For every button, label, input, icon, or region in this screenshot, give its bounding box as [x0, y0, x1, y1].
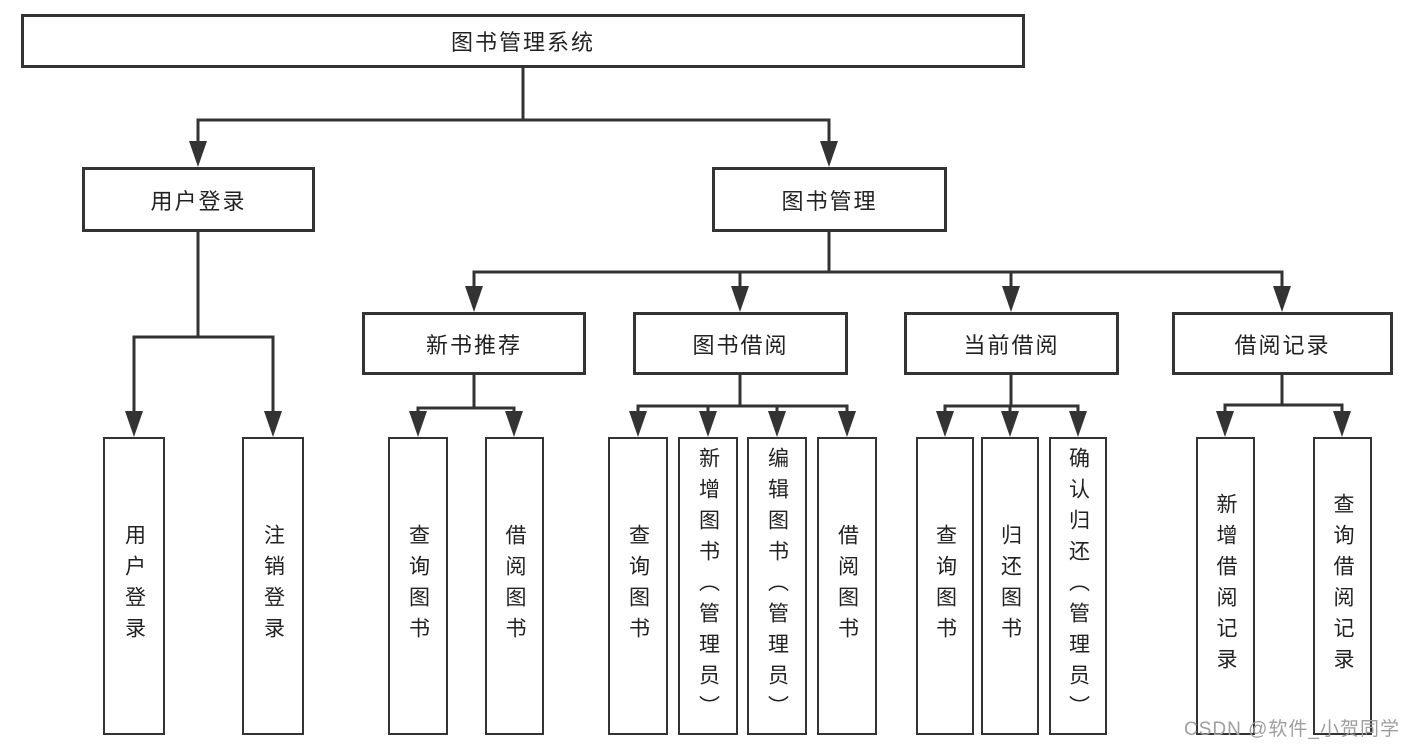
connector-group-6 — [1216, 373, 1351, 437]
arrow-head — [768, 411, 786, 437]
leaf-current-return: 归还图书 — [981, 437, 1039, 735]
leaf-current-query-label: 查询图书 — [933, 524, 957, 648]
node-new-book-recommend-label: 新书推荐 — [425, 332, 522, 358]
arrow-head — [936, 411, 954, 437]
node-borrow-records: 借阅记录 — [1172, 312, 1393, 375]
arrow-head — [699, 411, 717, 437]
arrow-head — [820, 141, 838, 167]
arrow-head — [1069, 411, 1087, 437]
leaf-borrow-add-admin-label: 新增图书（管理员） — [696, 446, 720, 726]
leaf-current-confirm-admin-label: 确认归还（管理员） — [1066, 446, 1090, 726]
leaf-user-login-label: 用户登录 — [122, 524, 146, 648]
arrow-head — [1333, 411, 1351, 437]
arrow-head — [409, 411, 427, 437]
node-current-borrow-label: 当前借阅 — [963, 332, 1060, 358]
leaf-records-add-label: 新增借阅记录 — [1214, 493, 1237, 679]
leaf-borrow-query: 查询图书 — [608, 437, 668, 735]
arrow-head — [125, 411, 143, 437]
arrow-head — [264, 411, 282, 437]
arrow-head — [838, 411, 856, 437]
arrow-head — [505, 411, 523, 437]
node-new-book-recommend: 新书推荐 — [362, 312, 586, 375]
leaf-borrow-edit-admin-label: 编辑图书（管理员） — [765, 446, 789, 726]
arrow-head — [1002, 286, 1020, 312]
leaf-borrow-add-admin: 新增图书（管理员） — [678, 437, 738, 735]
arrow-head — [1001, 411, 1019, 437]
leaf-newbook-borrow: 借阅图书 — [485, 437, 544, 735]
connector-group-1 — [125, 230, 282, 437]
node-book-management-label: 图书管理 — [781, 188, 878, 214]
arrow-head — [731, 286, 749, 312]
node-user-login-label: 用户登录 — [150, 188, 247, 214]
connector-group-4 — [629, 373, 856, 437]
arrow-head — [1216, 411, 1234, 437]
leaf-user-login: 用户登录 — [103, 437, 165, 735]
node-root: 图书管理系统 — [21, 14, 1025, 68]
node-current-borrow: 当前借阅 — [904, 312, 1119, 375]
leaf-records-add: 新增借阅记录 — [1196, 437, 1255, 735]
arrow-head — [629, 411, 647, 437]
leaf-borrow-borrow-label: 借阅图书 — [835, 524, 859, 648]
arrow-head — [1273, 286, 1291, 312]
leaf-borrow-edit-admin: 编辑图书（管理员） — [747, 437, 807, 735]
leaf-newbook-query-label: 查询图书 — [406, 524, 430, 648]
connector-group-2 — [465, 230, 1291, 312]
leaf-current-query: 查询图书 — [916, 437, 974, 735]
leaf-logout-label: 注销登录 — [261, 524, 285, 648]
node-user-login: 用户登录 — [82, 167, 315, 232]
arrow-head — [465, 286, 483, 312]
node-book-borrow-label: 图书借阅 — [692, 332, 789, 358]
csdn-watermark: CSDN @软件_小贺同学 — [1184, 719, 1400, 740]
leaf-borrow-query-label: 查询图书 — [626, 524, 650, 648]
leaf-current-return-label: 归还图书 — [998, 524, 1022, 648]
arrow-head — [189, 141, 207, 167]
connector-group-5 — [936, 373, 1087, 437]
node-book-borrow: 图书借阅 — [633, 312, 848, 375]
leaf-logout: 注销登录 — [242, 437, 304, 735]
connector-group-0 — [189, 66, 838, 167]
node-book-management: 图书管理 — [712, 167, 947, 232]
leaf-newbook-query: 查询图书 — [388, 437, 448, 735]
connector-group-3 — [409, 373, 523, 437]
node-borrow-records-label: 借阅记录 — [1234, 332, 1331, 358]
leaf-records-query-label: 查询借阅记录 — [1331, 493, 1354, 679]
leaf-records-query: 查询借阅记录 — [1313, 437, 1372, 735]
node-root-label: 图书管理系统 — [450, 30, 595, 55]
leaf-newbook-borrow-label: 借阅图书 — [503, 524, 526, 648]
leaf-borrow-borrow: 借阅图书 — [817, 437, 877, 735]
leaf-current-confirm-admin: 确认归还（管理员） — [1049, 437, 1107, 735]
